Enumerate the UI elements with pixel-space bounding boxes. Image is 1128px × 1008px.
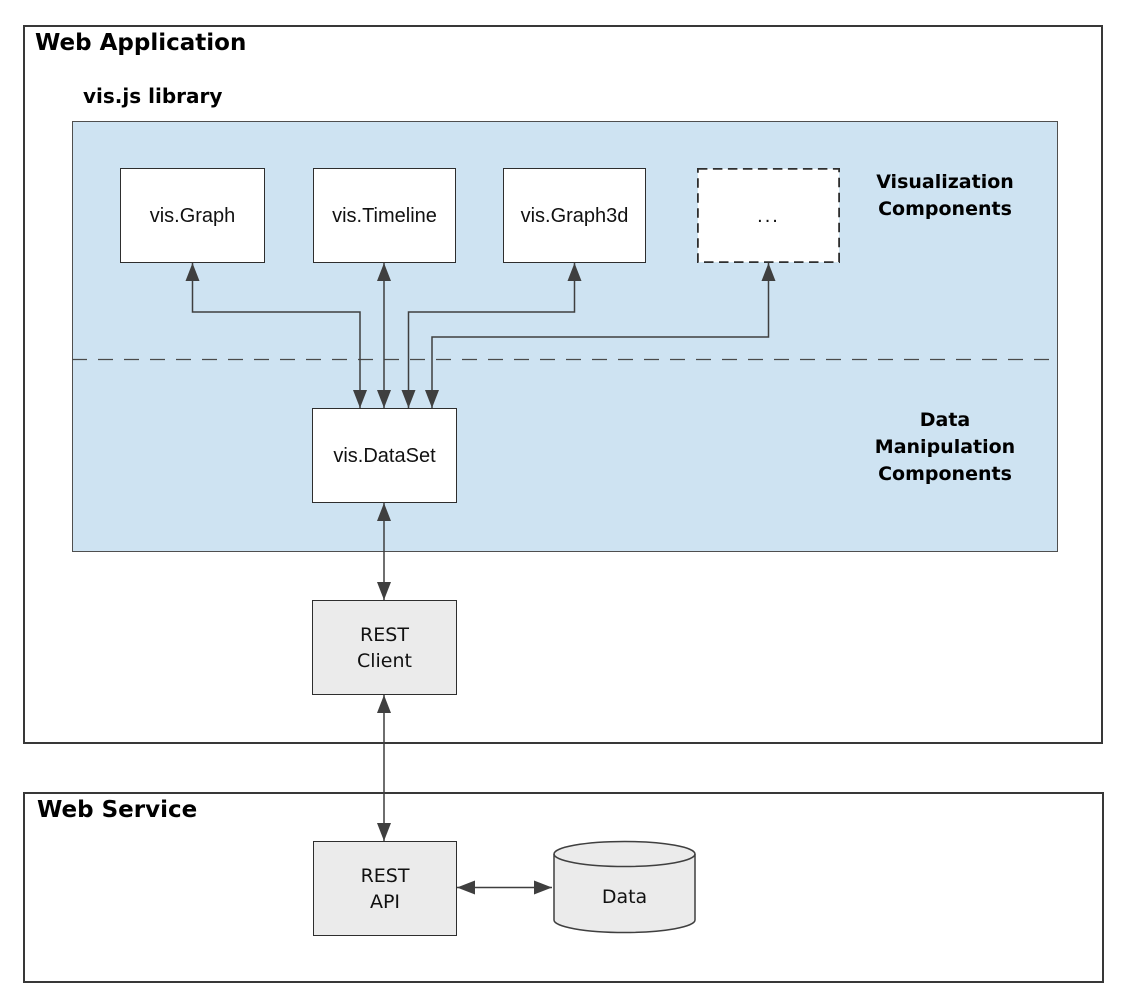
box-vis-graph: vis.Graph: [120, 168, 265, 263]
box-rest-client: REST Client: [312, 600, 457, 695]
data-manipulation-components-label: Data Manipulation Components: [874, 409, 1016, 485]
data-cylinder-icon: [553, 840, 696, 934]
web-service-title: Web Service: [37, 797, 198, 823]
box-more-components: ...: [757, 204, 780, 227]
visualization-components-label: Visualization Components: [876, 171, 1014, 220]
data-cylinder-label: Data: [601, 886, 648, 908]
box-rest-api: REST API: [313, 841, 457, 936]
visjs-library-label: vis.js library: [83, 84, 223, 108]
box-vis-dataset: vis.DataSet: [312, 408, 457, 503]
web-application-title: Web Application: [35, 30, 247, 56]
box-vis-graph3d: vis.Graph3d: [503, 168, 646, 263]
box-vis-timeline: vis.Timeline: [313, 168, 456, 263]
